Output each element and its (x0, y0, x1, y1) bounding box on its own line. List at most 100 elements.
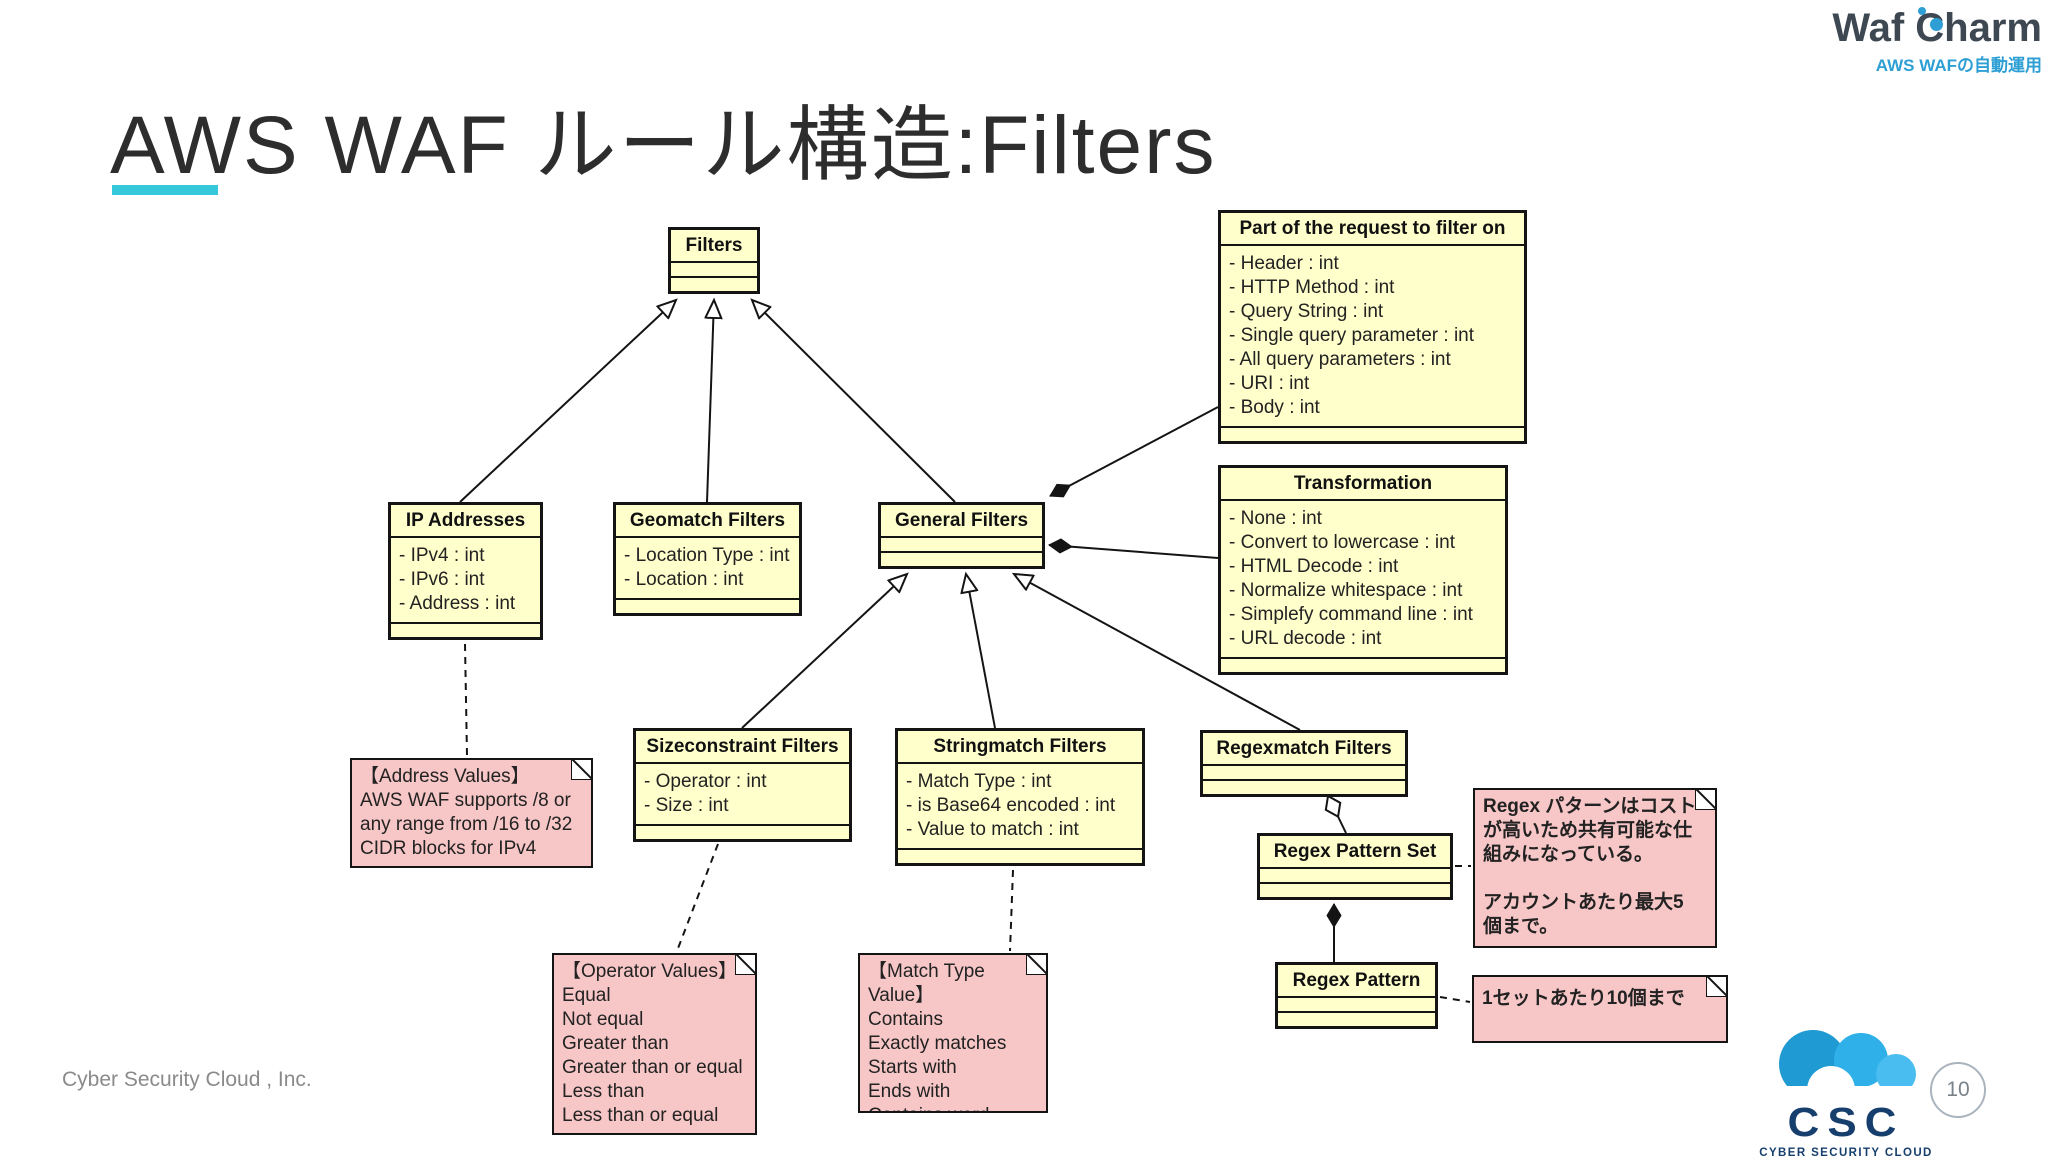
class-empty-compartment (1278, 998, 1435, 1013)
uml-attribute: - All query parameters : int (1229, 349, 1451, 370)
logo-dot-icon (1918, 7, 1926, 15)
note-line: Not equal (562, 1009, 644, 1030)
class-title: Geomatch Filters (616, 505, 799, 538)
note-lines: 1セットあたり10個まで (1482, 987, 1718, 1011)
generalization-regexmatch-to-general (1014, 574, 1301, 731)
class-empty-compartment (636, 826, 849, 839)
csc-logo: CSC CYBER SECURITY CLOUD (1746, 1018, 1946, 1159)
class-regexmatch-filters: Regexmatch Filters (1200, 730, 1408, 797)
class-empty-compartment (898, 850, 1142, 863)
note-line: any range from /16 to /32 (360, 814, 573, 835)
composition-general-part-of-request (1049, 406, 1219, 498)
note-fold-icon (735, 955, 755, 975)
wafcharm-tagline: AWS WAFの自動運用 (1875, 56, 2042, 75)
note-link-regexpattern-limit-note (1439, 996, 1471, 1003)
class-empty-compartment (671, 278, 757, 291)
note-lines: Regex パターンはコストが高いため共有可能な仕組みになっている。 アカウント… (1483, 795, 1707, 939)
generalization-sizeconstraint-to-general (741, 574, 907, 729)
class-attributes: - Location Type : int- Location : int (616, 538, 799, 600)
class-title: Filters (671, 230, 757, 263)
class-empty-compartment (1221, 659, 1505, 672)
class-filters: Filters (668, 227, 760, 294)
aggregation-regexset-to-regexmatch (1324, 794, 1347, 834)
note-line: Ends with (868, 1081, 951, 1102)
note-line: Exactly matches (868, 1033, 1007, 1054)
class-title: Regex Pattern (1278, 965, 1435, 998)
uml-attribute: - Header : int (1229, 253, 1339, 274)
csc-cloud-icon (1751, 1030, 1941, 1114)
uml-attribute: - IPv6 : int (399, 569, 485, 590)
logo-dot-icon (1930, 18, 1943, 31)
class-empty-compartment (1260, 884, 1450, 897)
note-line: アカウントあたり最大5 (1483, 892, 1684, 913)
class-attributes: - None : int - Convert to lowercase : int… (1221, 501, 1505, 659)
wafcharm-logo: Waf Charm AWS WAFの自動運用 (1826, 6, 2042, 76)
uml-attribute: - HTML Decode : int (1229, 556, 1399, 577)
class-empty-compartment (1203, 766, 1405, 781)
uml-attribute: - HTTP Method : int (1229, 277, 1395, 298)
note-line: Less than (562, 1081, 645, 1102)
company-credit: Cyber Security Cloud , Inc. (62, 1068, 312, 1091)
class-title: Stringmatch Filters (898, 731, 1142, 764)
class-empty-compartment (1221, 428, 1524, 441)
uml-attribute: - Query String : int (1229, 301, 1384, 322)
class-empty-compartment (881, 538, 1042, 553)
uml-attribute: - is Base64 encoded : int (906, 795, 1116, 816)
note-line: Contains (868, 1009, 943, 1030)
note-line: Regex パターンはコスト (1483, 796, 1697, 817)
uml-attribute: - Location Type : int (624, 545, 790, 566)
note-line: 【Address Values】 (360, 766, 530, 787)
uml-attribute: - None : int (1229, 508, 1322, 529)
class-empty-compartment (671, 263, 757, 278)
note-fold-icon (1706, 977, 1726, 997)
class-ip-addresses: IP Addresses - IPv4 : int- IPv6 : int- A… (388, 502, 543, 640)
note-line: 1セットあたり10個まで (1482, 988, 1685, 1009)
generalization-stringmatch-to-general (966, 574, 996, 729)
class-transformation: Transformation - None : int- Convert to … (1218, 465, 1508, 675)
class-stringmatch-filters: Stringmatch Filters - Match Type : int- … (895, 728, 1145, 866)
class-attributes: - Header : int - HTTP Method : int - Query… (1221, 246, 1524, 428)
uml-attribute: - Match Type : int (906, 771, 1052, 792)
note-line: Contains word (868, 1104, 1038, 1111)
class-empty-compartment (616, 600, 799, 613)
uml-attribute: - Size : int (644, 795, 729, 816)
class-empty-compartment (881, 553, 1042, 566)
page-title: AWS WAF ルール構造:Filters (110, 100, 1217, 191)
note-link-ip-address-values (464, 643, 468, 757)
note-line: Greater than or equal (562, 1057, 743, 1078)
note-line: CIDR blocks for IPv4 (360, 838, 537, 859)
uml-attribute: - Operator : int (644, 771, 767, 792)
composition-general-transformation (1048, 538, 1219, 559)
uml-attribute: - IPv4 : int (399, 545, 485, 566)
generalization-ip-to-filters (459, 300, 676, 503)
note-line: 【Operator Values】 (562, 961, 737, 982)
note-link-stringmatch-match-type (1009, 869, 1014, 952)
class-title: General Filters (881, 505, 1042, 538)
note-line: 組みになっている。 (1483, 844, 1654, 865)
class-empty-compartment (1203, 781, 1405, 794)
note-line: 個まで。 (1483, 916, 1559, 937)
class-geomatch-filters: Geomatch Filters - Location Type : int- … (613, 502, 802, 616)
note-line: 【Match Type Value】 (868, 961, 985, 1006)
class-attributes: - Match Type : int - is Base64 encoded : … (898, 764, 1142, 850)
class-regex-pattern: Regex Pattern (1275, 962, 1438, 1029)
uml-attribute: - Address : int (399, 593, 516, 614)
note-line: Greater than (562, 1033, 669, 1054)
class-title: Regex Pattern Set (1260, 836, 1450, 869)
page-number: 10 (1946, 1078, 1970, 1101)
class-empty-compartment (1260, 869, 1450, 884)
note-fold-icon (571, 760, 591, 780)
uml-attribute: - Convert to lowercase : int (1229, 532, 1455, 553)
page-number-badge: 10 (1930, 1062, 1986, 1118)
class-empty-compartment (1278, 1013, 1435, 1026)
csc-caption: CYBER SECURITY CLOUD (1759, 1146, 1933, 1159)
note-line: Starts with (868, 1057, 957, 1078)
class-part-of-request: Part of the request to filter on - Heade… (1218, 210, 1527, 444)
class-regex-pattern-set: Regex Pattern Set (1257, 833, 1453, 900)
class-title: Part of the request to filter on (1221, 213, 1524, 246)
